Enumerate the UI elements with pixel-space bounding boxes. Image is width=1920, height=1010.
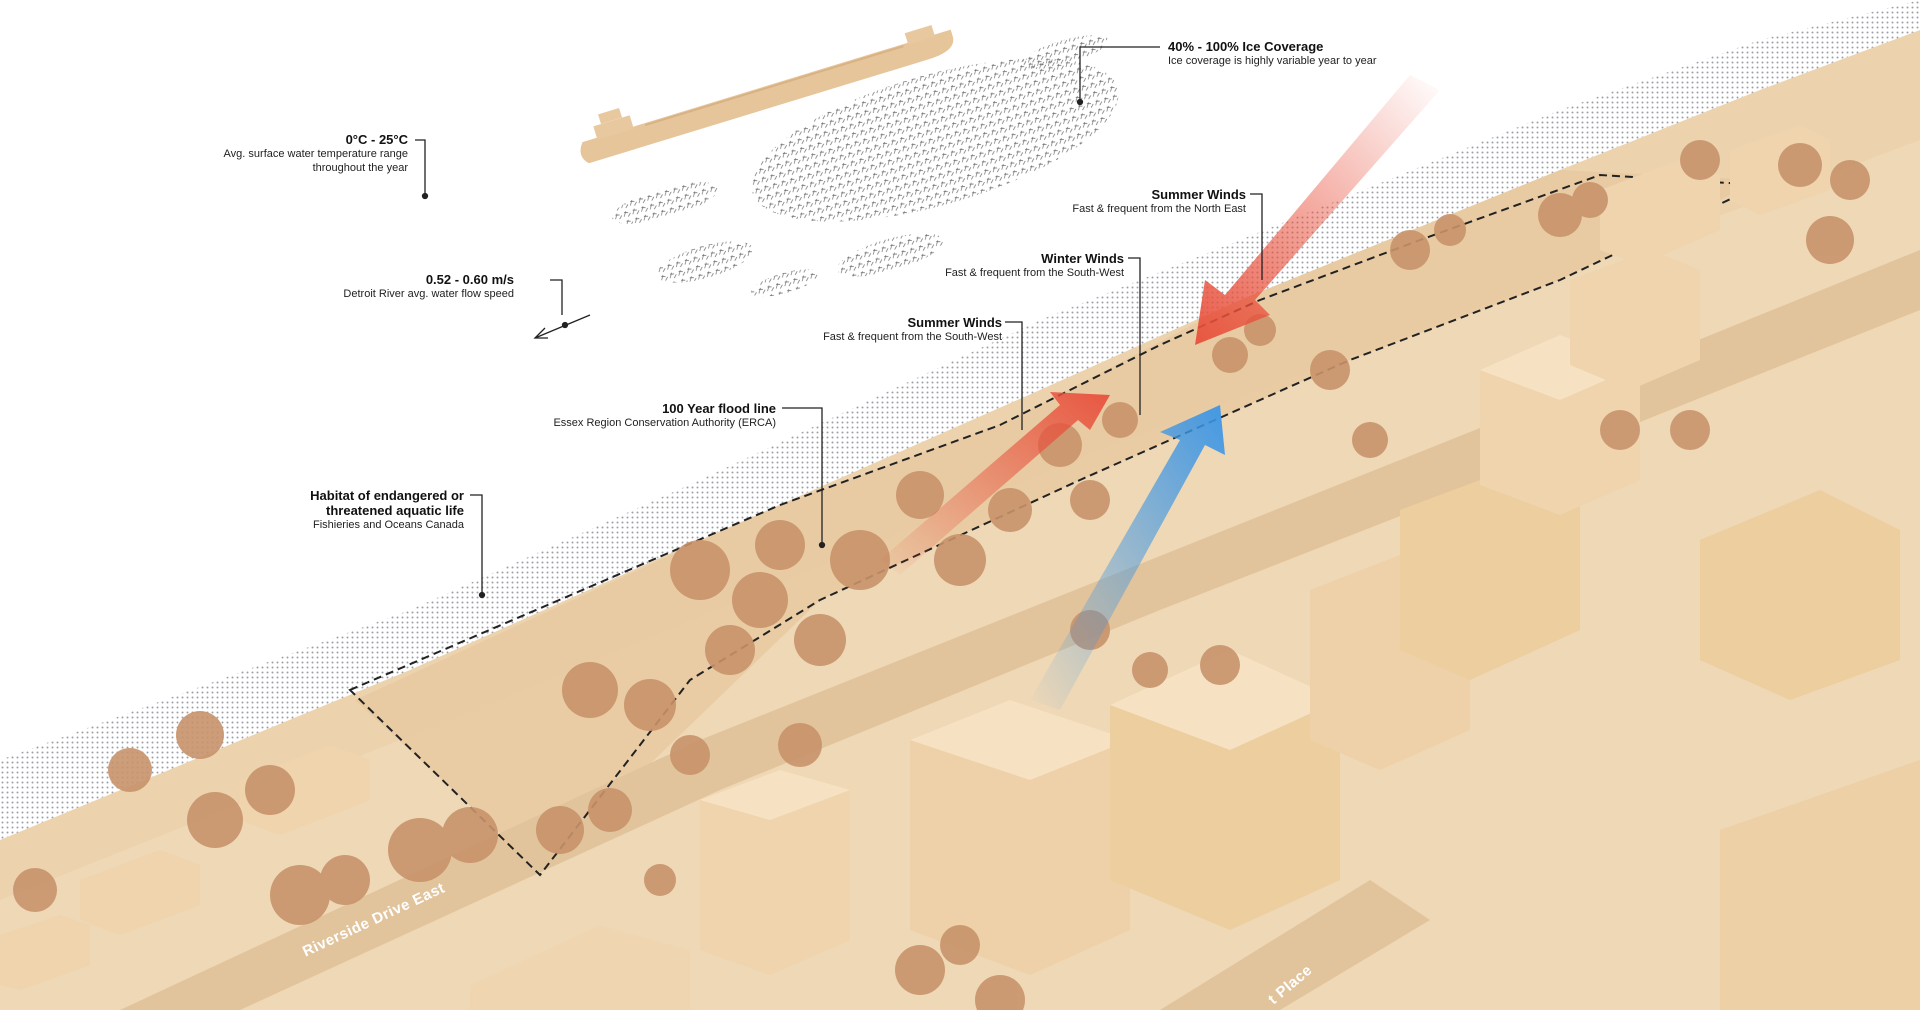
water-dot-band [0, 0, 1920, 840]
side-road [1160, 880, 1430, 1010]
summer-wind-sw-title: Summer Winds [907, 315, 1002, 330]
habitat-subtitle: Fishieries and Oceans Canada [312, 519, 464, 531]
ice-subtitle: Ice coverage is highly variable year to … [1168, 55, 1377, 67]
winter-wind-subtitle: Fast & frequent from the South-West [945, 267, 1124, 279]
ice-title: 40% - 100% Ice Coverage [1168, 39, 1324, 54]
water-temp-title: 0°C - 25°C [345, 132, 408, 147]
water-temp-subtitle: Avg. surface water temperature range thr… [223, 148, 408, 174]
flood-subtitle: Essex Region Conservation Authority (ERC… [553, 417, 776, 429]
winter-wind-sw-arrow [1030, 405, 1225, 710]
ship [580, 25, 954, 164]
winter-wind-callout: Winter Winds Fast & frequent from the So… [864, 251, 1124, 280]
ice-callout: 40% - 100% Ice Coverage Ice coverage is … [1168, 39, 1428, 68]
summer-wind-sw-subtitle: Fast & frequent from the South-West [823, 331, 1002, 343]
summer-wind-sw-callout: Summer Winds Fast & frequent from the So… [742, 315, 1002, 344]
summer-wind-ne-arrow [1195, 75, 1440, 345]
water-temp-callout: 0°C - 25°C Avg. surface water temperatur… [208, 132, 408, 175]
summer-wind-ne-callout: Summer Winds Fast & frequent from the No… [986, 187, 1246, 216]
flood-callout: 100 Year flood line Essex Region Conserv… [496, 401, 776, 430]
flow-callout: 0.52 - 0.60 m/s Detroit River avg. water… [274, 272, 514, 301]
summer-wind-ne-subtitle: Fast & frequent from the North East [1072, 203, 1246, 215]
park-zone [355, 170, 1760, 870]
summer-wind-ne-title: Summer Winds [1151, 187, 1246, 202]
flow-title: 0.52 - 0.60 m/s [425, 272, 514, 287]
buildings [0, 125, 1920, 1010]
flow-subtitle: Detroit River avg. water flow speed [343, 288, 514, 300]
summer-wind-sw-arrow [880, 392, 1110, 575]
ice-patches [611, 35, 1119, 297]
habitat-callout: Habitat of endangered or threatened aqua… [294, 488, 464, 532]
flood-title: 100 Year flood line [662, 401, 776, 416]
winter-wind-title: Winter Winds [1041, 251, 1124, 266]
flow-arrow [533, 314, 591, 339]
trees [13, 140, 1870, 1010]
habitat-title: Habitat of endangered or threatened aqua… [310, 488, 464, 518]
leader-lines [415, 46, 1263, 599]
